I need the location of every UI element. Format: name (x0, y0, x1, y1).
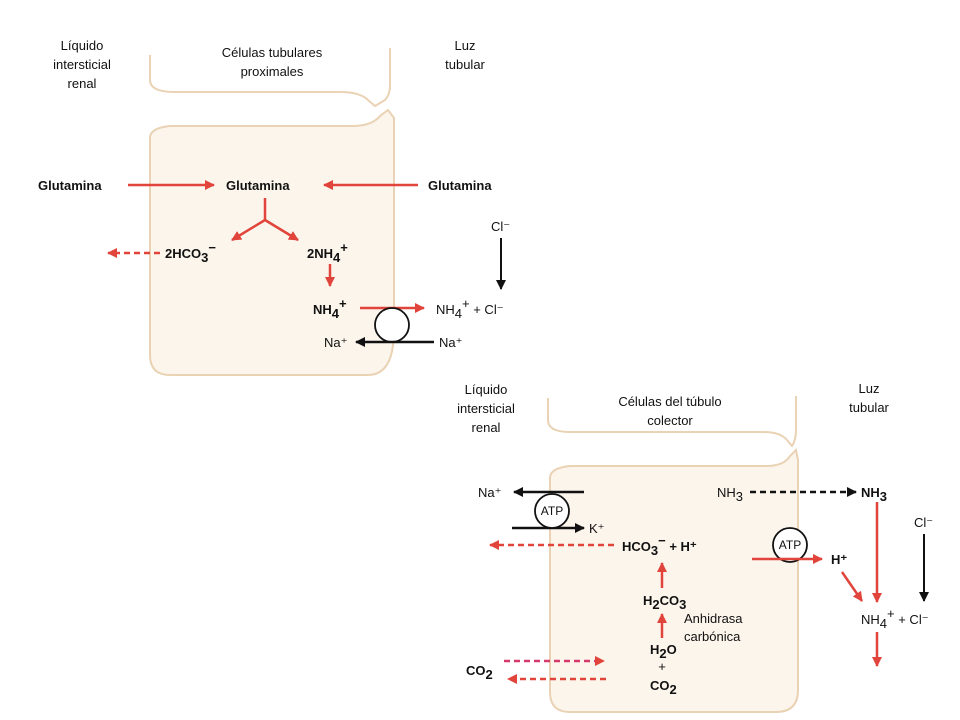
sodium-lumen-label: Na⁺ (439, 335, 462, 350)
co2-interstitial-label: CO2 (466, 663, 493, 682)
hydrogen-label: H⁺ (831, 552, 847, 567)
ammonia-lumen-label: NH3 (861, 485, 887, 504)
glutamine-interstitial: Glutamina (38, 178, 102, 193)
ammonium-lumen-label: NH4+ + Cl⁻ (436, 296, 504, 321)
ammonium-2-label: 2NH4+ (307, 240, 348, 265)
ammonium-bottom-label: NH4+ + Cl⁻ (861, 606, 929, 631)
potassium-label: K⁺ (589, 521, 605, 536)
water-label: H2O (650, 642, 677, 661)
h-atpase (772, 527, 808, 563)
proton-to-ammonium-arrow (840, 571, 864, 602)
proximal-top-membrane (149, 48, 391, 108)
chloride-bottom-label: Cl⁻ (914, 515, 933, 530)
collecting-cell (549, 447, 799, 713)
bicarbonate-bottom-label: HCO3− + H⁺ (622, 533, 697, 558)
glutamine-lumen: Glutamina (428, 178, 492, 193)
chloride-top-label: Cl⁻ (491, 219, 510, 234)
sodium-cell-label: Na⁺ (324, 335, 347, 350)
bicarbonate-label: 2HCO3− (165, 240, 216, 265)
sodium-bottom-label: Na⁺ (478, 485, 501, 500)
proximal-cell (149, 108, 395, 376)
na-k-atpase (534, 493, 570, 529)
plus-sign: + (658, 659, 666, 674)
atp-left-label: ATP (541, 504, 563, 518)
ammonia-cell-label: NH3 (717, 485, 743, 504)
na-nh4-exchanger (374, 307, 410, 343)
collecting-top-membrane (547, 396, 797, 448)
carbonic-acid-label: H2CO3 (643, 593, 686, 612)
glutamine-split-arrows (231, 198, 299, 242)
ammonium-cell-label: NH4+ (313, 296, 347, 321)
co2-cell-label: CO2 (650, 678, 677, 697)
glutamine-cell: Glutamina (226, 178, 290, 193)
atp-right-label: ATP (779, 538, 801, 552)
